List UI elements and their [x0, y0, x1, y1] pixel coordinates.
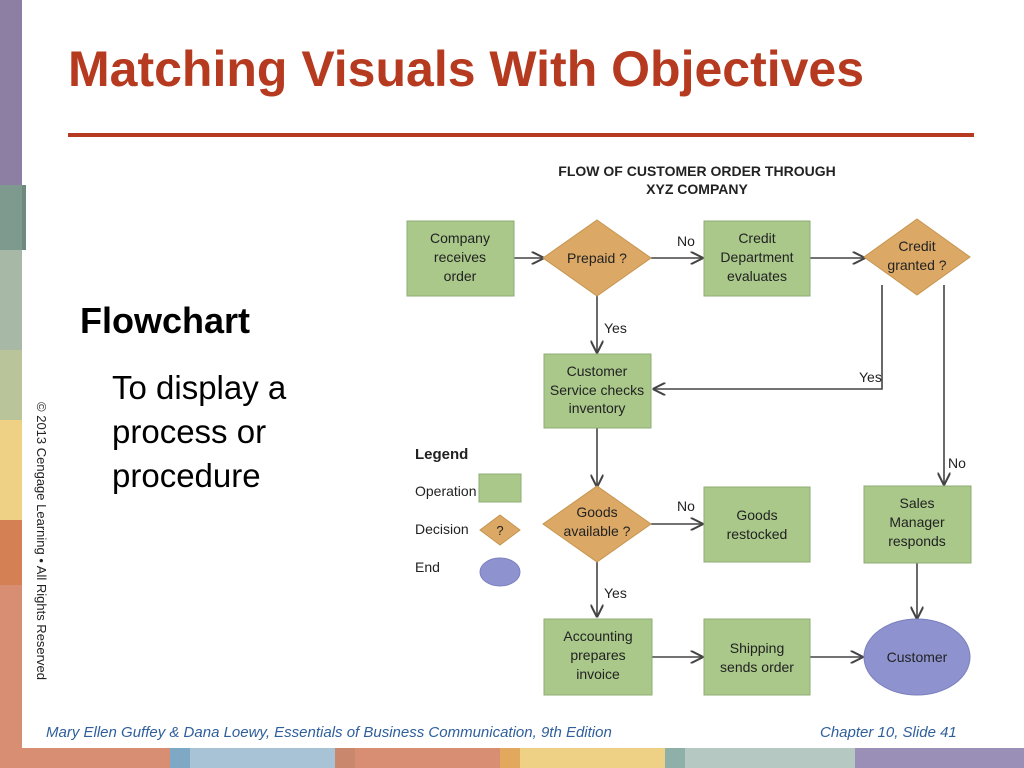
legend-decision-swatch — [479, 514, 521, 546]
side-strip-3 — [0, 250, 22, 350]
section-description: To display a process or procedure — [112, 366, 392, 498]
edge-label-no: No — [677, 498, 695, 514]
bottom-strip-7 — [520, 748, 665, 768]
section-heading: Flowchart — [80, 300, 251, 341]
node-label: evaluates — [727, 268, 787, 284]
legend-decision-label: Decision — [415, 521, 469, 537]
node-label: Company — [430, 230, 490, 246]
node-label: inventory — [569, 400, 626, 416]
node-customer-service-box — [543, 353, 652, 429]
node-label: Customer — [887, 649, 948, 665]
bottom-strip-2 — [170, 748, 190, 768]
node-goods-restocked-box — [703, 486, 811, 563]
legend-operation-label: Operation — [415, 483, 476, 499]
node-label: responds — [888, 533, 946, 549]
footer-citation: Mary Ellen Guffey & Dana Loewy, Essentia… — [46, 724, 612, 741]
bottom-strip-6 — [500, 748, 520, 768]
connectors — [514, 258, 944, 657]
edge-label-yes: Yes — [859, 369, 882, 385]
node-label: Department — [720, 249, 793, 265]
node-accounting-box — [543, 618, 653, 696]
title-rule — [68, 133, 974, 137]
side-strip-accent — [22, 185, 26, 250]
node-label: granted ? — [887, 257, 946, 273]
flowchart-title-line1: FLOW OF CUSTOMER ORDER THROUGH — [558, 163, 835, 179]
desc-line: procedure — [112, 457, 261, 494]
node-credit-dept-box — [703, 220, 811, 297]
legend-end-swatch — [479, 557, 521, 587]
node-label: Customer — [567, 363, 628, 379]
bottom-strip-5 — [355, 748, 500, 768]
node-shipping-box — [703, 618, 811, 696]
node-customer-ellipse — [863, 618, 971, 696]
node-label: Sales — [899, 495, 934, 511]
edge-label-no: No — [948, 455, 966, 471]
node-label: restocked — [727, 526, 788, 542]
slide-title: Matching Visuals With Objectives — [68, 41, 865, 97]
bottom-strip-4 — [335, 748, 355, 768]
node-label: Prepaid ? — [567, 250, 627, 266]
node-label: Credit — [898, 238, 935, 254]
side-strip-1 — [0, 0, 22, 185]
node-label: Service checks — [550, 382, 644, 398]
footer-slide-number: Chapter 10, Slide 41 — [820, 724, 957, 741]
side-strip-6 — [0, 520, 22, 585]
node-label: Credit — [738, 230, 775, 246]
node-label: available ? — [564, 523, 631, 539]
node-label: Manager — [889, 514, 945, 530]
edge-label-yes: Yes — [604, 320, 627, 336]
node-goods-available-diamond — [542, 485, 652, 563]
desc-line: process or — [112, 413, 267, 450]
node-sales-manager-box — [863, 485, 972, 564]
bottom-strip-10 — [855, 748, 1024, 768]
side-strip-5 — [0, 420, 22, 520]
legend: Legend Operation Decision ? End — [415, 446, 522, 587]
node-label: Goods — [736, 507, 777, 523]
node-credit-granted-diamond — [863, 218, 971, 296]
edge-granted-service — [654, 285, 883, 389]
legend-operation-swatch — [478, 473, 522, 503]
bottom-strip-1 — [0, 748, 170, 768]
side-strip-2 — [0, 185, 22, 250]
edge-label-yes: Yes — [604, 585, 627, 601]
node-label: Goods — [576, 504, 617, 520]
desc-line: To display a — [112, 369, 287, 406]
node-label: invoice — [576, 666, 620, 682]
node-label: order — [444, 268, 477, 284]
node-label: receives — [434, 249, 486, 265]
side-strip-4 — [0, 350, 22, 420]
flowchart-title-line2: XYZ COMPANY — [646, 181, 748, 197]
node-label: sends order — [720, 659, 794, 675]
bottom-strip-3 — [190, 748, 335, 768]
legend-end-label: End — [415, 559, 440, 575]
node-label: Accounting — [563, 628, 632, 644]
node-company-receives-box — [406, 220, 515, 297]
legend-title: Legend — [415, 446, 468, 463]
node-label: Shipping — [730, 640, 785, 656]
edge-label-no: No — [677, 233, 695, 249]
node-label: prepares — [570, 647, 625, 663]
bottom-strip-9 — [685, 748, 855, 768]
legend-decision-symbol: ? — [496, 523, 503, 538]
bottom-strip-8 — [665, 748, 685, 768]
side-strip-7 — [0, 585, 22, 768]
node-prepaid-diamond — [542, 219, 652, 297]
